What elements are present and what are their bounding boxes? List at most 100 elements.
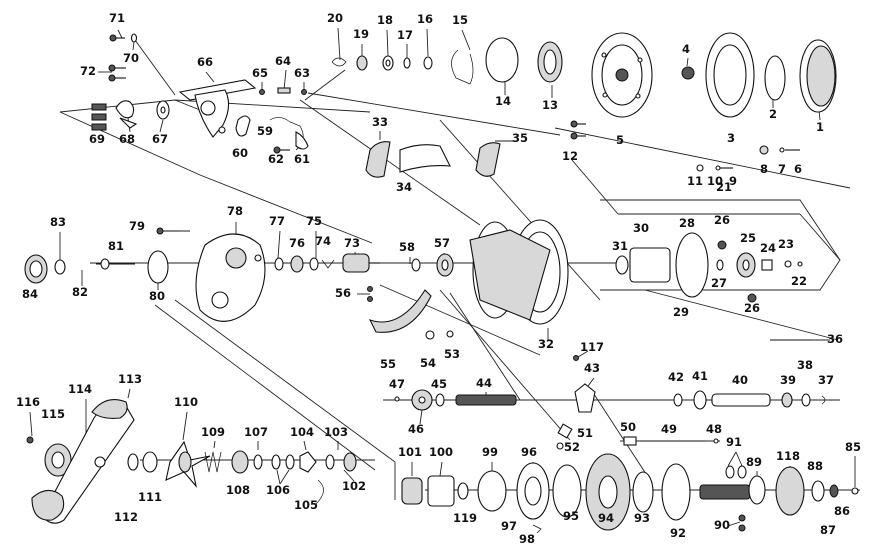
part-callout-30: 30 (633, 221, 649, 235)
part-callout-39: 39 (780, 373, 796, 387)
part-callout-74: 74 (315, 234, 331, 248)
part-callout-14: 14 (495, 94, 511, 108)
part-callout-32: 32 (538, 337, 554, 351)
part-callout-69: 69 (89, 132, 105, 146)
part-callout-115: 115 (41, 407, 65, 421)
part-callout-31: 31 (612, 239, 628, 253)
part-callout-46: 46 (408, 422, 424, 436)
part-callout-86: 86 (834, 504, 850, 518)
part-callout-119: 119 (453, 511, 477, 525)
part-callout-96: 96 (521, 445, 537, 459)
part-callout-102: 102 (342, 479, 366, 493)
part-callout-101: 101 (398, 445, 422, 459)
part-callout-2: 2 (769, 107, 777, 121)
part-callout-88: 88 (807, 459, 823, 473)
part-callout-7: 7 (778, 162, 786, 176)
parts (24, 32, 859, 534)
part-callout-43: 43 (584, 361, 600, 375)
part-callout-117: 117 (580, 340, 604, 354)
part-callout-90: 90 (714, 518, 730, 532)
part-callout-51: 51 (577, 426, 593, 440)
part-callout-58: 58 (399, 240, 415, 254)
part-callout-94: 94 (598, 511, 614, 525)
part-callout-64: 64 (275, 54, 291, 68)
part-callout-81: 81 (108, 239, 124, 253)
part-callout-92: 92 (670, 526, 686, 540)
part-callout-18: 18 (377, 13, 393, 27)
part-callout-44: 44 (476, 376, 492, 390)
part-callout-71: 71 (109, 11, 125, 25)
part-callout-112: 112 (114, 510, 138, 524)
part-callout-27: 27 (711, 276, 727, 290)
part-callout-105: 105 (294, 498, 318, 512)
part-callout-98: 98 (519, 532, 535, 546)
part-callout-91: 91 (726, 435, 742, 449)
part-callout-78: 78 (227, 204, 243, 218)
part-callout-29: 29 (673, 305, 689, 319)
part-callout-108: 108 (226, 483, 250, 497)
part-callout-95: 95 (563, 509, 579, 523)
part-callout-116: 116 (16, 395, 40, 409)
part-callout-61: 61 (294, 152, 310, 166)
part-callout-3: 3 (727, 131, 735, 145)
part-callout-21: 21 (716, 180, 732, 194)
part-callout-57: 57 (434, 236, 450, 250)
part-callout-76: 76 (289, 236, 305, 250)
part-callout-109: 109 (201, 425, 225, 439)
part-callout-118: 118 (776, 449, 800, 463)
part-callout-26: 26 (714, 213, 730, 227)
part-callout-75: 75 (306, 214, 322, 228)
part-callout-13: 13 (542, 98, 558, 112)
part-callout-80: 80 (149, 289, 165, 303)
part-callout-79: 79 (129, 219, 145, 233)
part-callout-38: 38 (797, 358, 813, 372)
part-callout-11: 11 (687, 174, 703, 188)
part-callout-114: 114 (68, 382, 92, 396)
part-callout-25: 25 (740, 231, 756, 245)
part-callout-26: 26 (744, 301, 760, 315)
part-callout-17: 17 (397, 28, 413, 42)
part-callout-37: 37 (818, 373, 834, 387)
part-callout-60: 60 (232, 146, 248, 160)
part-callout-113: 113 (118, 372, 142, 386)
part-callout-23: 23 (778, 237, 794, 251)
part-callout-82: 82 (72, 285, 88, 299)
part-callout-77: 77 (269, 214, 285, 228)
part-callout-56: 56 (335, 286, 351, 300)
part-callout-8: 8 (760, 162, 768, 176)
part-callout-104: 104 (290, 425, 314, 439)
part-callout-1: 1 (816, 120, 824, 134)
part-callout-34: 34 (396, 180, 412, 194)
part-callout-68: 68 (119, 132, 135, 146)
part-callout-72: 72 (80, 64, 96, 78)
part-callout-47: 47 (389, 377, 405, 391)
part-callout-20: 20 (327, 11, 343, 25)
part-callout-99: 99 (482, 445, 498, 459)
part-callout-24: 24 (760, 241, 776, 255)
part-callout-85: 85 (845, 440, 861, 454)
part-callout-73: 73 (344, 236, 360, 250)
part-callout-93: 93 (634, 511, 650, 525)
part-callout-65: 65 (252, 66, 268, 80)
part-callout-45: 45 (431, 377, 447, 391)
part-callout-41: 41 (692, 369, 708, 383)
part-callout-83: 83 (50, 215, 66, 229)
part-callout-16: 16 (417, 12, 433, 26)
part-callout-87: 87 (820, 523, 836, 537)
part-callout-4: 4 (682, 42, 690, 56)
part-callout-55: 55 (380, 357, 396, 371)
part-callout-49: 49 (661, 422, 677, 436)
part-callout-19: 19 (353, 27, 369, 41)
part-callout-12: 12 (562, 149, 578, 163)
part-callout-42: 42 (668, 370, 684, 384)
part-callout-103: 103 (324, 425, 348, 439)
part-callout-97: 97 (501, 519, 517, 533)
part-callout-22: 22 (791, 274, 807, 288)
part-callout-70: 70 (123, 51, 139, 65)
part-callout-50: 50 (620, 420, 636, 434)
part-callout-9: 9 (729, 174, 737, 188)
part-callout-84: 84 (22, 287, 38, 301)
part-callout-89: 89 (746, 455, 762, 469)
